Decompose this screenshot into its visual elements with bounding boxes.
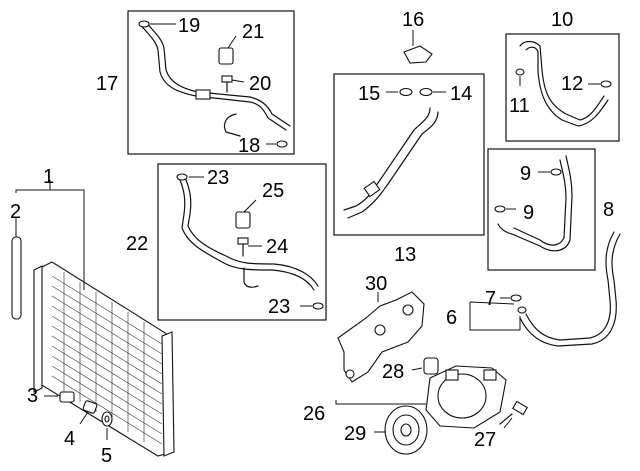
callout-25: 25 (262, 180, 284, 202)
callout-13: 13 (394, 244, 416, 266)
fitting-4 (79, 400, 98, 425)
callout-23a: 23 (207, 167, 229, 189)
compressor-26 (335, 365, 507, 429)
suction-hose-17 (138, 20, 291, 148)
valve-core-21 (218, 35, 237, 65)
callout-27: 27 (474, 429, 496, 451)
callout-7: 7 (485, 288, 496, 310)
callout-4: 4 (64, 428, 75, 450)
insulator-28 (411, 357, 439, 375)
callout-3: 3 (27, 385, 38, 407)
group-box-8 (487, 148, 596, 271)
callout-23b: 23 (268, 296, 290, 318)
bolt-27 (499, 400, 528, 429)
callout-21: 21 (242, 21, 264, 43)
callout-9a: 9 (520, 163, 531, 185)
hose-22 (176, 173, 324, 310)
callout-22: 22 (126, 233, 148, 255)
hose-10 (515, 40, 612, 127)
callout-28: 28 (382, 361, 404, 383)
callout-15: 15 (358, 83, 380, 105)
callout-12: 12 (561, 73, 583, 95)
callout-20: 20 (249, 73, 271, 95)
callout-19: 19 (178, 15, 200, 37)
bolt-24 (237, 237, 262, 257)
callout-5: 5 (101, 445, 112, 467)
group-box-10 (505, 33, 620, 142)
callout-18: 18 (238, 135, 260, 157)
callout-8: 8 (603, 199, 614, 221)
callout-24: 24 (266, 236, 288, 258)
pulley-29 (374, 405, 428, 455)
callout-16: 16 (402, 9, 424, 31)
hose-8 (494, 155, 573, 252)
group-box-13 (333, 73, 485, 236)
hose-6 (469, 231, 621, 347)
bolt-20 (221, 75, 245, 93)
group-box-22 (157, 163, 327, 321)
callout-30: 30 (365, 273, 387, 295)
cap-part (403, 30, 433, 64)
callout-14: 14 (450, 83, 472, 105)
group-box-17 (127, 10, 295, 155)
fitting-3 (44, 391, 75, 403)
callout-2: 2 (10, 201, 21, 223)
valve-core-25 (235, 199, 257, 229)
condenser-part (33, 261, 175, 457)
callout-29: 29 (344, 423, 366, 445)
callout-17: 17 (96, 73, 118, 95)
callout-26: 26 (303, 403, 325, 425)
bracket-30 (337, 291, 425, 383)
liquid-line-13 (343, 87, 446, 219)
callout-1: 1 (43, 166, 54, 188)
callout-9b: 9 (523, 202, 534, 224)
callout-6: 6 (446, 307, 457, 329)
drier-2 (11, 218, 22, 320)
washer-5 (101, 411, 113, 440)
condenser-leader-1 (15, 180, 85, 290)
callout-10: 10 (551, 9, 573, 31)
callout-11: 11 (509, 95, 530, 117)
